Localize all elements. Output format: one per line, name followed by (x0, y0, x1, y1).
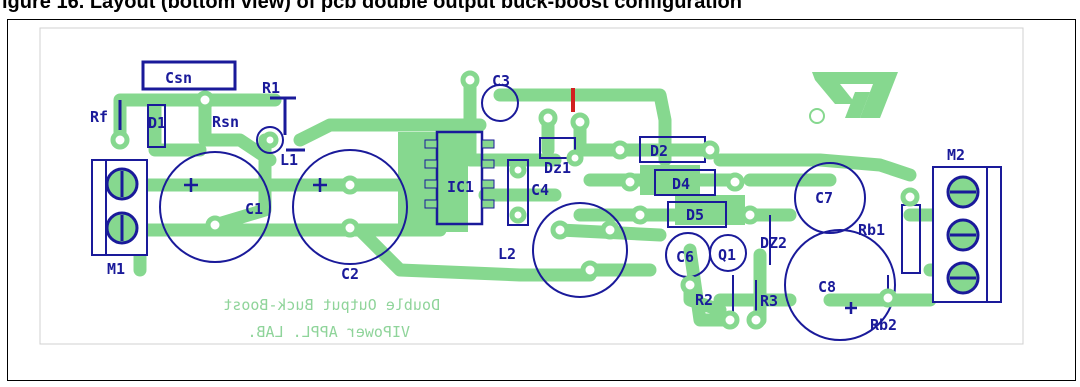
label-c6: C6 (676, 248, 694, 266)
figure-caption: igure 16. Layout (bottom view) of pcb do… (2, 0, 742, 13)
d1-outline (147, 104, 166, 148)
label-d5: D5 (686, 206, 704, 224)
solder-pads (110, 70, 920, 330)
label-dz2: DZ2 (760, 234, 787, 252)
terminal-block-m2 (932, 166, 1002, 303)
label-ic1: IC1 (447, 178, 474, 196)
board-outline (39, 27, 1024, 345)
label-d2: D2 (650, 142, 668, 160)
l2-outline (532, 202, 628, 298)
label-d4: D4 (672, 175, 690, 193)
label-q1: Q1 (718, 246, 736, 264)
d4-outline (654, 169, 716, 196)
polarity-marks (184, 178, 857, 314)
ic1-pads (424, 139, 495, 209)
c8-outline (784, 229, 896, 341)
st-logo-icon (809, 72, 898, 124)
label-rb1: Rb1 (858, 221, 885, 239)
silkscreen-line-2: VIPower APPL. LAB. (247, 323, 410, 341)
label-c3: C3 (492, 72, 510, 90)
label-rf: Rf (90, 108, 108, 126)
component-labels: Csn R1 Rf D1 Rsn L1 C1 M1 C2 C3 IC1 C4 D… (90, 69, 965, 334)
label-m2: M2 (947, 146, 965, 164)
d5-outline (667, 201, 727, 228)
terminal-block-m1 (91, 159, 148, 256)
label-c1: C1 (245, 200, 263, 218)
label-m1: M1 (107, 260, 125, 278)
component-outlines (118, 60, 921, 341)
silkscreen-line-1: Double Output Buck-Boost (223, 296, 440, 314)
label-d1: D1 (148, 114, 166, 132)
label-r3: R3 (760, 292, 778, 310)
dz1-outline (539, 137, 576, 159)
label-c8: C8 (818, 278, 836, 296)
c4-outline (507, 159, 529, 226)
label-c2: C2 (341, 265, 359, 283)
figure-frame (7, 19, 1076, 381)
c7-outline (794, 162, 866, 234)
label-r2: R2 (695, 291, 713, 309)
csn-outline (141, 60, 237, 91)
label-csn: Csn (165, 69, 192, 87)
label-dz1: Dz1 (544, 159, 571, 177)
c1-outline (159, 151, 271, 263)
label-c7: C7 (815, 189, 833, 207)
label-l1: L1 (280, 151, 298, 169)
label-rb2: Rb2 (870, 316, 897, 334)
label-c4: C4 (531, 181, 549, 199)
c3-outline (481, 84, 519, 122)
q1-outline (709, 234, 747, 272)
label-r1: R1 (262, 79, 280, 97)
label-l2: L2 (498, 245, 516, 263)
label-rsn: Rsn (212, 113, 239, 131)
silkscreen-text: Double Output Buck-Boost VIPower APPL. L… (223, 296, 440, 341)
c2-outline (292, 149, 408, 265)
ic1-outline (435, 130, 484, 226)
l1-outline (256, 126, 284, 154)
